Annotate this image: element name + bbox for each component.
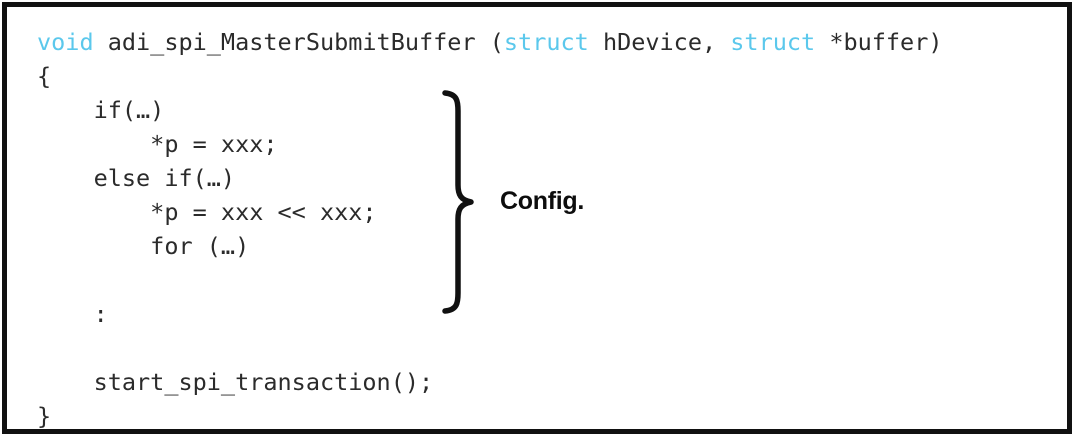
keyword-struct-2: struct (730, 28, 816, 56)
source-code-block: void adi_spi_MasterSubmitBuffer (struct … (37, 25, 1047, 433)
config-annotation-label: Config. (500, 187, 584, 215)
keyword-struct-1: struct (503, 28, 589, 56)
code-line: *p = xxx; (37, 130, 278, 158)
code-line (37, 263, 1047, 297)
param-buffer-text: *buffer) (815, 28, 943, 56)
code-line: *p = xxx << xxx; (37, 198, 377, 226)
keyword-void: void (37, 28, 94, 56)
code-figure-frame: void adi_spi_MasterSubmitBuffer (struct … (2, 2, 1072, 434)
param-hdevice-text: hDevice, (588, 28, 731, 56)
code-line: : (37, 300, 108, 328)
code-line: if(…) (37, 96, 165, 124)
code-line: } (37, 402, 52, 430)
code-line: else if(…) (37, 164, 236, 192)
function-name-text: adi_spi_MasterSubmitBuffer ( (93, 28, 504, 56)
code-line: { (37, 62, 52, 90)
code-line-signature: void adi_spi_MasterSubmitBuffer (struct … (37, 25, 1047, 59)
code-line: for (…) (37, 232, 250, 260)
code-line: start_spi_transaction(); (37, 368, 434, 396)
code-line (37, 331, 1047, 365)
